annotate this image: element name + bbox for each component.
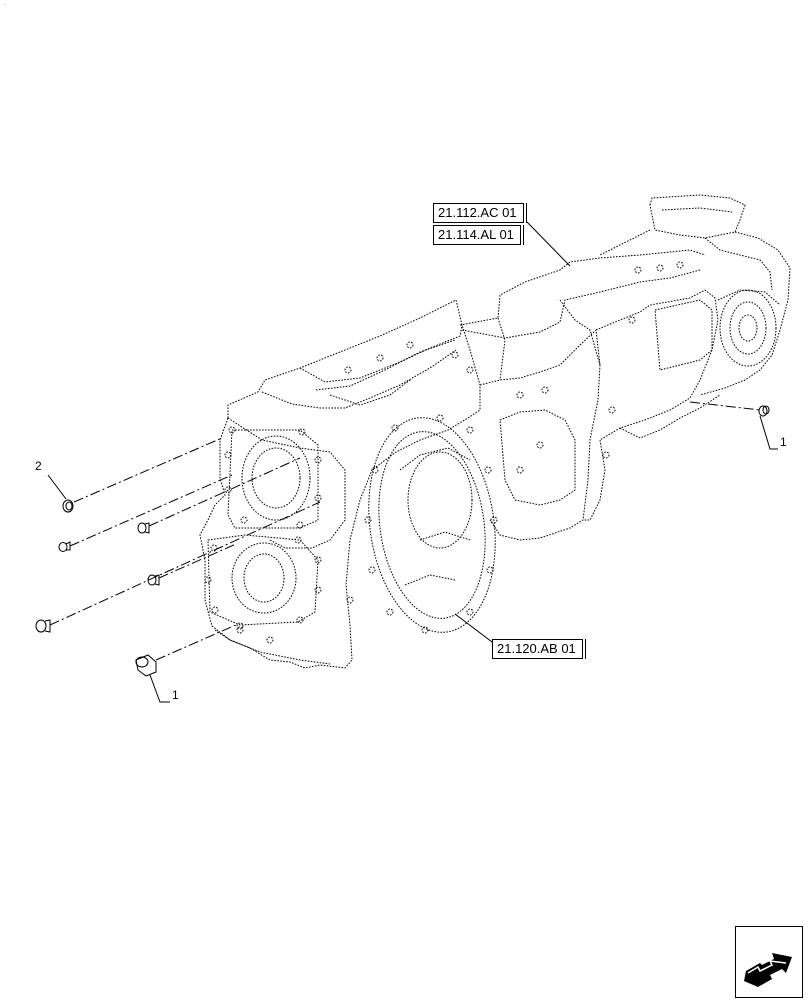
leader-line (759, 415, 778, 450)
centerline (148, 457, 301, 527)
bolt (147, 574, 160, 586)
centerline (49, 501, 321, 626)
callout-number: 1 (172, 688, 179, 702)
reference-label[interactable]: 21.114.AL 01 (433, 225, 521, 245)
plug-item-2 (62, 499, 74, 513)
leader-line (149, 674, 170, 703)
callout-number: 2 (35, 459, 42, 473)
plug-item-1-right (758, 405, 770, 417)
centerline (158, 543, 237, 579)
centerline (69, 474, 233, 547)
next-page-button[interactable] (735, 926, 803, 998)
callout-number: 1 (780, 435, 787, 449)
bolt (35, 619, 51, 633)
bolt (137, 522, 150, 534)
reference-label[interactable]: 21.112.AC 01 (433, 203, 524, 223)
centerline (73, 437, 223, 503)
plug-item-1-lower (135, 654, 157, 677)
leader-line (526, 221, 571, 267)
bolt (58, 541, 71, 552)
centerline (155, 623, 239, 661)
reference-label[interactable]: 21.120.AB 01 (492, 639, 583, 659)
fasteners (35, 221, 778, 703)
leader-line (47, 474, 67, 500)
housing-outline (199, 194, 791, 669)
corner-mark: · (4, 2, 6, 8)
next-page-arrow-icon (744, 953, 792, 987)
centerline (689, 401, 761, 411)
